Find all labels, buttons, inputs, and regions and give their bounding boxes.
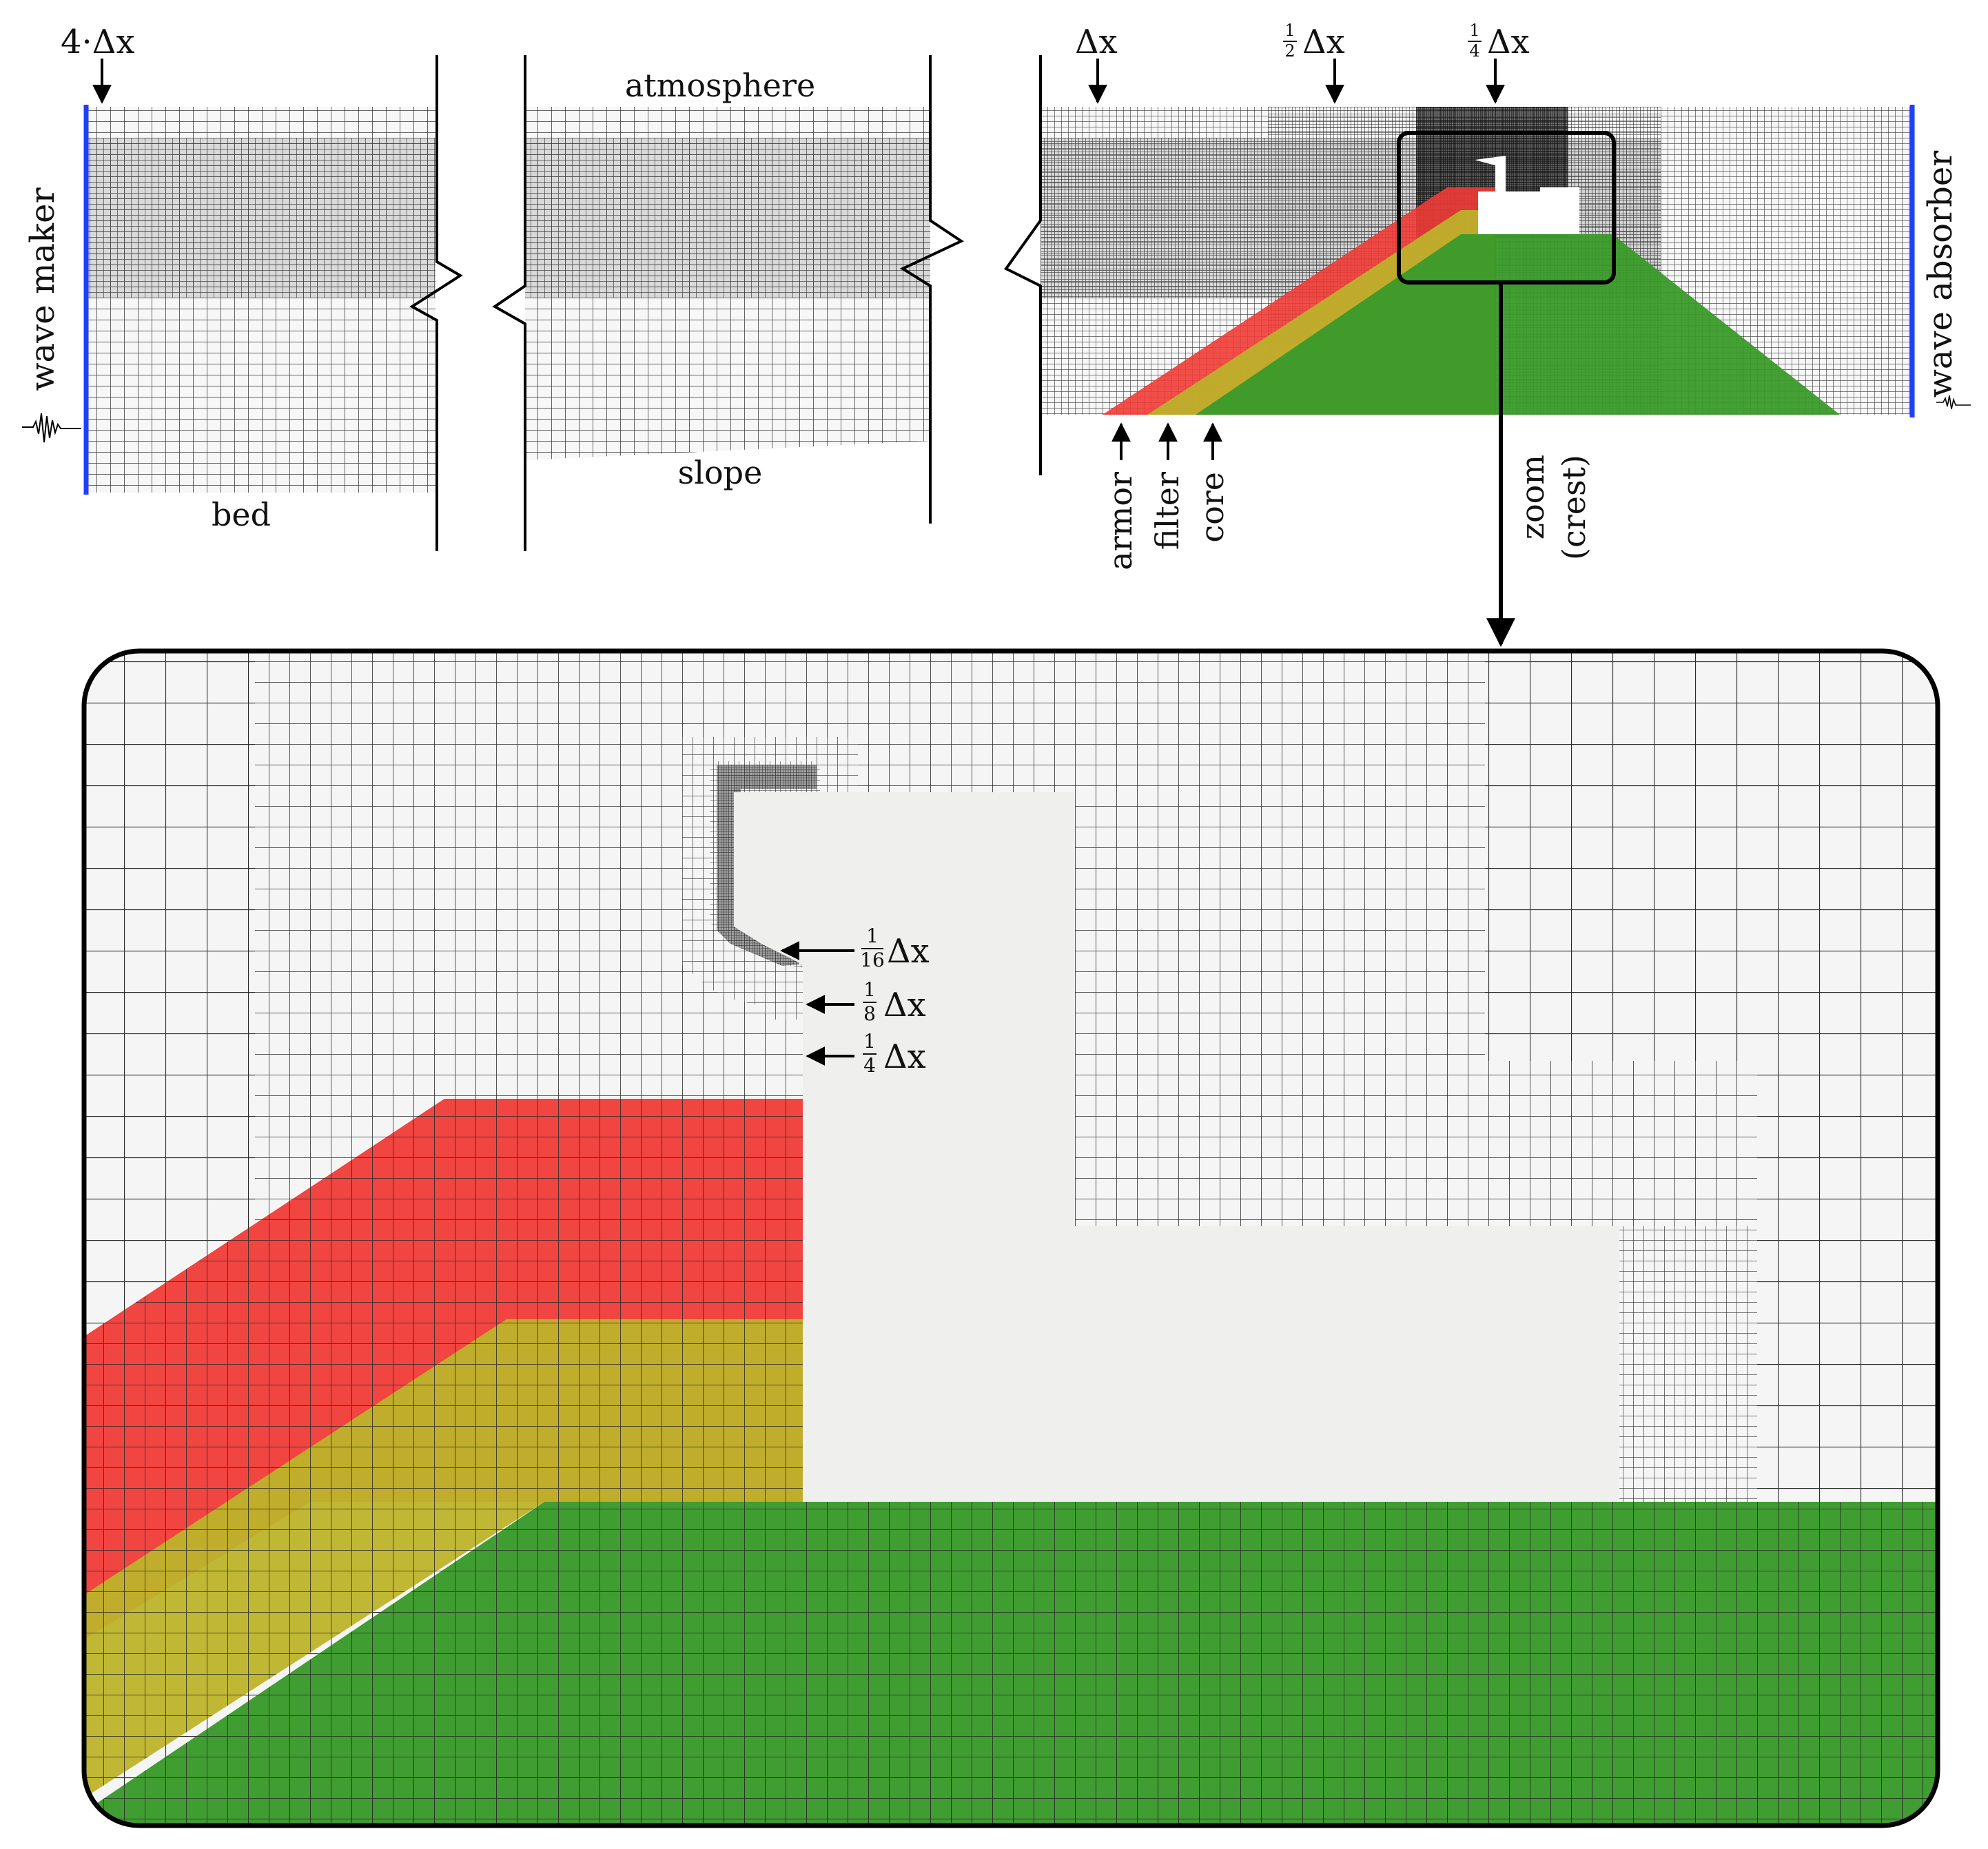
svg-text:16: 16 [860, 949, 885, 971]
sixteenth-spacing-label: 1 16 Δx [860, 924, 930, 971]
atmosphere-label: atmosphere [625, 67, 815, 104]
zoom-panel [84, 651, 1938, 1826]
half-spacing-label: 1 2 Δx [1283, 21, 1345, 61]
filter-label: filter [1149, 472, 1186, 550]
svg-text:Δx: Δx [883, 986, 926, 1024]
core-layer [1196, 234, 1840, 415]
core-label: core [1193, 472, 1231, 543]
bed-section [86, 107, 435, 493]
svg-text:8: 8 [863, 1002, 876, 1025]
svg-text:1: 1 [866, 924, 879, 947]
svg-text:Δx: Δx [887, 932, 930, 971]
wave-signal-small-icon [1936, 395, 1971, 410]
svg-text:4: 4 [863, 1054, 876, 1077]
svg-text:1: 1 [1469, 21, 1479, 40]
fine-spacing-label: Δx [1075, 23, 1118, 61]
svg-text:Δx: Δx [1302, 23, 1345, 61]
svg-text:Δx: Δx [883, 1037, 926, 1076]
break-line-1 [409, 55, 463, 551]
top-panel: 4·Δx Δx 1 2 Δx 1 4 Δx atmosphere bed slo… [22, 21, 1971, 648]
bed-label: bed [212, 496, 271, 533]
eighth-spacing-label: 1 8 Δx [863, 978, 926, 1025]
armor-label: armor [1102, 472, 1139, 570]
coarse-spacing-label: 4·Δx [61, 23, 135, 61]
zoom-region-box [1397, 131, 1616, 285]
break-line-2 [492, 55, 526, 551]
structure-section [1041, 107, 1910, 415]
slope-label: slope [678, 454, 763, 491]
svg-text:1: 1 [863, 1030, 876, 1053]
zoom-crown-wall [734, 792, 1619, 1502]
zoom-annotations: 1 16 Δx 1 8 Δx 1 4 Δx [780, 924, 930, 1077]
break-line-4 [1004, 55, 1042, 475]
svg-text:4: 4 [1469, 41, 1479, 61]
zoom-crest-label: (crest) [1555, 455, 1592, 560]
zoom-label: zoom [1514, 455, 1551, 539]
zoom-quarter-spacing-label: 1 4 Δx [863, 1030, 926, 1077]
zoom-panel-frame [81, 648, 1940, 1828]
wave-maker-label: wave maker [23, 187, 62, 391]
break-line-3 [899, 55, 965, 524]
quarter-spacing-label: 1 4 Δx [1468, 21, 1530, 61]
slope-section [525, 107, 930, 460]
svg-text:2: 2 [1284, 41, 1295, 61]
svg-text:1: 1 [863, 978, 876, 1001]
svg-text:Δx: Δx [1487, 23, 1530, 61]
wave-signal-icon [22, 413, 81, 443]
svg-text:1: 1 [1284, 21, 1295, 40]
crown-wall [1475, 156, 1579, 234]
wave-absorber-label: wave absorber [1921, 151, 1960, 397]
